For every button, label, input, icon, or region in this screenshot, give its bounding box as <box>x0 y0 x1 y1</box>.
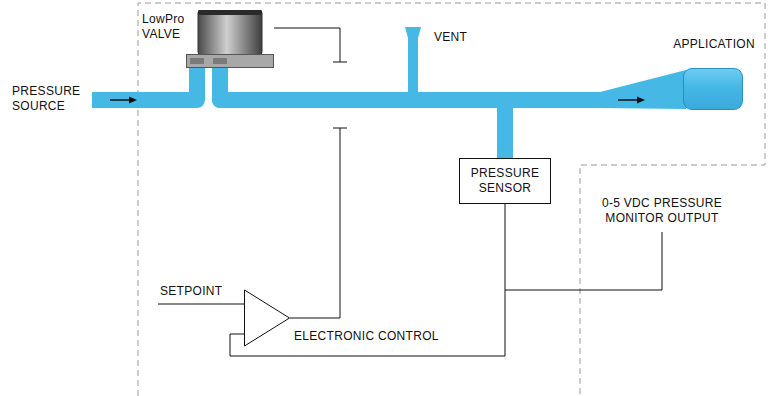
output-label: 0-5 VDC PRESSURE MONITOR OUTPUT <box>588 196 736 226</box>
valve-cap <box>198 10 262 15</box>
amplifier-symbol <box>244 289 290 347</box>
valve-port <box>190 58 204 64</box>
module-boundary <box>138 3 765 396</box>
pneumatic-tube <box>220 68 505 158</box>
application-node: APPLICATION <box>683 68 743 110</box>
inlet-tube <box>92 64 197 100</box>
valve-node: LowPro VALVE <box>186 10 274 68</box>
flow-arrow-shaft <box>618 99 639 101</box>
signal-wire <box>230 204 505 356</box>
amplifier-triangle <box>245 290 290 346</box>
signal-wire <box>274 28 340 318</box>
arrow-head <box>637 97 645 104</box>
vent-flare <box>405 27 421 38</box>
wire-path <box>230 204 505 356</box>
vent-label: VENT <box>434 30 467 45</box>
node-label: LowPro VALVE <box>142 12 186 42</box>
valve-illustration <box>186 10 274 68</box>
valve-base <box>187 55 274 68</box>
flow-arrow <box>110 97 137 104</box>
sensor-box: PRESSURE SENSOR <box>459 158 551 204</box>
monitor-output-wire <box>505 232 662 290</box>
source-label: PRESSURE SOURCE <box>12 84 88 114</box>
valve-port <box>213 58 227 64</box>
valve-body <box>198 10 262 55</box>
setpoint-wire <box>158 304 244 305</box>
node-label: APPLICATION <box>673 37 755 52</box>
signal-name: SETPOINT <box>160 284 222 299</box>
wire-path <box>274 28 340 318</box>
amplifier-node: ELECTRONIC CONTROL <box>244 289 290 347</box>
tube-path <box>220 68 505 158</box>
tube-connectors <box>220 68 683 158</box>
node-label: PRESSURE SENSOR <box>466 166 544 196</box>
node-label: ELECTRONIC CONTROL <box>294 329 439 344</box>
vent-tube <box>408 36 418 100</box>
